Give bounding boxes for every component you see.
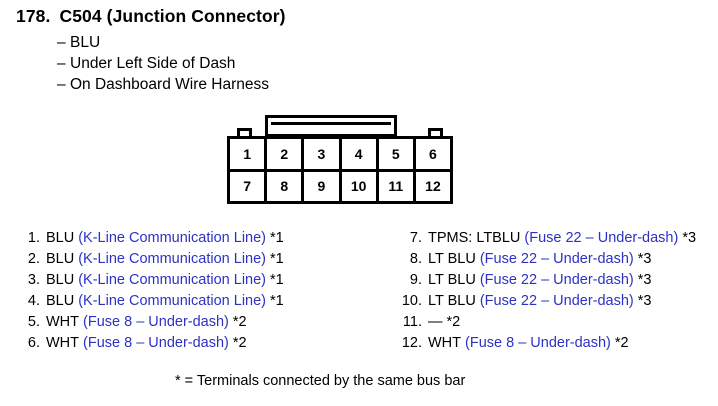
pin-busbar-note: *2: [614, 335, 629, 351]
pin-legend-index: 8.: [409, 251, 422, 267]
pin-wire-code: TPMS: LTBLU: [428, 230, 521, 246]
pin-busbar-note: *1: [270, 251, 284, 267]
bullet-text: Under Left Side of Dash: [70, 55, 236, 72]
connector-notch-right: [428, 128, 443, 139]
connector-pin-12: 12: [425, 178, 441, 195]
pin-wire-code: WHT: [46, 335, 80, 351]
pin-wire-code: WHT: [428, 335, 462, 351]
pin-circuit-detail: (Fuse 8 – Under-dash): [83, 314, 229, 330]
pin-legend-index: 10.: [401, 293, 422, 309]
pin-legend-index: 11.: [402, 314, 422, 330]
connector-pin-9: 9: [304, 171, 342, 201]
connector-notch-left: [237, 128, 252, 139]
pin-legend-index: 2.: [27, 251, 40, 267]
connector-pin-3: 3: [304, 139, 342, 169]
pin-legend-index: 9.: [409, 272, 422, 288]
pin-circuit-detail: (K-Line Communication Line): [78, 293, 266, 309]
connector-pin-10: 10: [342, 171, 379, 201]
pin-legend-row: 12. WHT(Fuse 8 – Under-dash)*2: [396, 333, 718, 354]
pin-circuit-detail: (Fuse 22 – Under-dash): [479, 251, 634, 267]
footnote: * = Terminals connected by the same bus …: [175, 373, 466, 389]
pin-busbar-note: *1: [270, 293, 284, 309]
pin-busbar-note: *3: [637, 293, 652, 309]
pin-circuit-detail: (Fuse 8 – Under-dash): [83, 335, 229, 351]
pin-wire-code: BLU: [46, 293, 75, 309]
pin-busbar-note: *3: [637, 251, 652, 267]
description-bullet: –BLU: [57, 32, 516, 53]
connector-latch-tab-line: [271, 122, 391, 125]
bullet-text: On Dashboard Wire Harness: [70, 76, 269, 93]
pin-wire-code: BLU: [46, 251, 75, 267]
pin-circuit-detail: (K-Line Communication Line): [78, 272, 266, 288]
pin-wire-code: BLU: [46, 272, 75, 288]
pin-busbar-note: *1: [270, 272, 284, 288]
connector-pin-6: 6: [429, 145, 437, 162]
pin-busbar-note: *2: [232, 335, 247, 351]
description-bullet: –Under Left Side of Dash: [57, 53, 516, 74]
connector-pin-1: 1: [230, 139, 268, 169]
bullet-dash-icon: –: [57, 76, 66, 93]
connector-pin-2: 2: [267, 139, 305, 169]
bullet-dash-icon: –: [57, 55, 66, 72]
header-block: 178.C504 (Junction Connector) –BLU–Under…: [16, 6, 516, 95]
bullet-dash-icon: –: [57, 34, 66, 51]
connector-pin-5: 5: [379, 139, 416, 169]
pin-busbar-note: *2: [446, 314, 461, 330]
pin-legend-index: 12.: [401, 335, 422, 351]
connector-pin-11: 11: [379, 171, 416, 201]
pin-legend-index: 7.: [409, 230, 422, 246]
title-number: 178.: [16, 6, 51, 26]
pin-legend-row: 7. TPMS: LTBLU(Fuse 22 – Under-dash)*3: [396, 228, 718, 249]
pin-legend-row: 10. LT BLU(Fuse 22 – Under-dash)*3: [396, 291, 718, 312]
connector-pin-8: 8: [267, 171, 305, 201]
pin-legend-row: 4. BLU(K-Line Communication Line)*1: [14, 291, 364, 312]
connector-pin-4: 4: [342, 139, 379, 169]
description-bullet: –On Dashboard Wire Harness: [57, 74, 516, 95]
pin-wire-code: WHT: [46, 314, 80, 330]
pin-circuit-detail: (K-Line Communication Line): [78, 251, 266, 267]
pin-legend-index: 6.: [27, 335, 40, 351]
pin-legend-index: 4.: [27, 293, 40, 309]
pin-legend-row: 5. WHT(Fuse 8 – Under-dash)*2: [14, 312, 364, 333]
pin-busbar-note: *1: [270, 230, 284, 246]
pin-circuit-detail: (Fuse 22 – Under-dash): [479, 293, 634, 309]
pin-busbar-note: *3: [682, 230, 697, 246]
pin-wire-code: LT BLU: [428, 272, 476, 288]
pin-circuit-detail: (K-Line Communication Line): [78, 230, 266, 246]
pin-circuit-detail: (Fuse 22 – Under-dash): [479, 272, 634, 288]
title-text: C504 (Junction Connector): [59, 6, 286, 26]
pin-legend-row: 1. BLU(K-Line Communication Line)*1: [14, 228, 364, 249]
pin-circuit-detail: (Fuse 8 – Under-dash): [465, 335, 611, 351]
description-bullet-list: –BLU–Under Left Side of Dash–On Dashboar…: [16, 32, 516, 95]
pin-legend-row: 9. LT BLU(Fuse 22 – Under-dash)*3: [396, 270, 718, 291]
connector-pin-7: 7: [230, 171, 268, 201]
pin-wire-code: LT BLU: [428, 293, 476, 309]
pin-legend-index: 1.: [27, 230, 40, 246]
pin-legend-row: 11. —*2: [396, 312, 718, 333]
bullet-text: BLU: [70, 34, 101, 51]
page-title: 178. C504 (Junction Connector): [16, 6, 516, 27]
pin-legend-row: 3. BLU(K-Line Communication Line)*1: [14, 270, 364, 291]
pin-wire-code: BLU: [46, 230, 75, 246]
pin-legend-index: 3.: [27, 272, 40, 288]
connector-latch-tab: [265, 115, 397, 137]
pin-legend-index: 5.: [27, 314, 40, 330]
pin-legend-row: 8. LT BLU(Fuse 22 – Under-dash)*3: [396, 249, 718, 270]
pin-busbar-note: *2: [232, 314, 247, 330]
pin-circuit-detail: (Fuse 22 – Under-dash): [524, 230, 679, 246]
pin-wire-code: —: [428, 314, 443, 330]
pin-legend-row: 6. WHT(Fuse 8 – Under-dash)*2: [14, 333, 364, 354]
pin-wire-code: LT BLU: [428, 251, 476, 267]
pin-legend-row: 2. BLU(K-Line Communication Line)*1: [14, 249, 364, 270]
pin-busbar-note: *3: [637, 272, 652, 288]
